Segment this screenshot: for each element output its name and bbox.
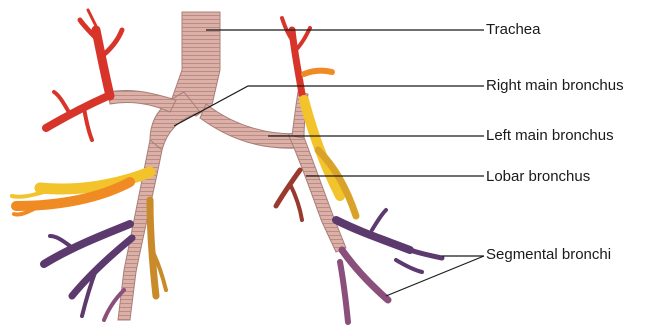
right-upper-segmental-red: [46, 10, 122, 140]
label-left-main-bronchus: Left main bronchus: [486, 127, 614, 145]
right-middle-segmental-orange: [12, 172, 150, 215]
label-right-main-bronchus: Right main bronchus: [486, 77, 624, 95]
label-segmental-bronchi: Segmental bronchi: [486, 246, 611, 264]
left-main-bronchus: [200, 104, 300, 148]
right-upper-lobe-bronchus: [108, 90, 176, 112]
right-lower-segmental: [44, 200, 166, 320]
label-lobar-bronchus: Lobar bronchus: [486, 168, 590, 186]
label-trachea: Trachea: [486, 21, 540, 39]
left-lower-segmental-purple: [276, 170, 442, 322]
